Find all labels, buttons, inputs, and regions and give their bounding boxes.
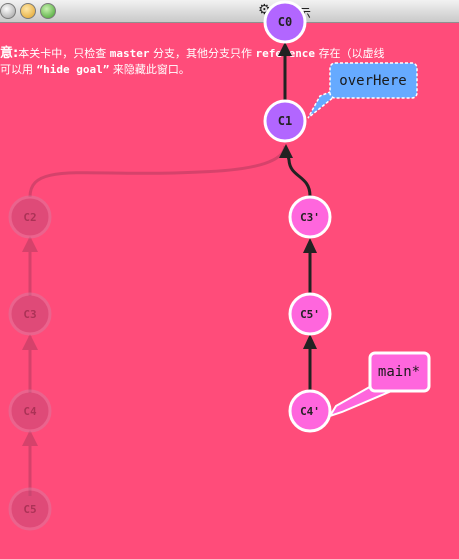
commit-c5[interactable]: C5: [8, 487, 52, 531]
commit-label: C5: [23, 503, 36, 516]
level-notice: 意:本关卡中，只检查 master 分支，其他分支只作 reference 存在…: [0, 46, 459, 78]
branch-label-box: [368, 351, 431, 393]
notice-text: 存在（以虚线: [318, 47, 385, 60]
notice-text: 作: [240, 47, 252, 60]
notice-text: 分支，其他分支只: [152, 47, 241, 60]
close-window-button[interactable]: [0, 3, 16, 19]
commit-label: C2: [23, 211, 36, 224]
commit-c3[interactable]: C3: [8, 292, 52, 336]
arrow-icon: [303, 334, 317, 349]
commit-label: C5': [300, 308, 320, 321]
commit-label: C3': [300, 211, 320, 224]
commit-c0[interactable]: C0: [263, 0, 307, 44]
notice-heading: 意:: [0, 46, 19, 61]
commit-label: C4': [300, 405, 320, 418]
arrow-icon: [303, 238, 317, 253]
commit-label: C0: [278, 15, 292, 29]
commit-c4-prime[interactable]: C4': [288, 389, 332, 433]
arrow-icon: [22, 334, 38, 350]
arrow-icon: [278, 42, 292, 56]
edge-c2-c1: [28, 145, 287, 198]
notice-code-hide-goal[interactable]: “hide goal”: [36, 63, 110, 76]
commit-c2[interactable]: C2: [8, 195, 52, 239]
minimize-window-button[interactable]: [20, 3, 36, 19]
ghost-edges: [22, 145, 287, 496]
commit-c1[interactable]: C1: [263, 99, 307, 143]
branch-label: main*: [378, 364, 420, 380]
commit-c4[interactable]: C4: [8, 389, 52, 433]
edge-c3p-c1: [284, 147, 312, 197]
notice-text: 本关卡中，只检查: [18, 47, 107, 60]
arrow-icon: [22, 430, 38, 446]
commit-label: C1: [278, 114, 292, 128]
notice-line-2: 可以用 “hide goal” 来隐藏此窗口。: [0, 62, 459, 78]
commit-c5-prime[interactable]: C5': [288, 292, 332, 336]
arrow-icon: [279, 144, 293, 158]
notice-text: 可以用: [0, 63, 33, 76]
commit-label: C3: [23, 308, 36, 321]
arrow-icon: [22, 236, 38, 252]
branch-main[interactable]: main*: [327, 351, 431, 418]
ghost-commits: C2 C3 C4 C5: [8, 195, 52, 531]
maximize-window-button[interactable]: [40, 3, 56, 19]
commit-c3-prime[interactable]: C3': [288, 195, 332, 239]
branch-label-box: [329, 62, 418, 99]
notice-code-master: master: [109, 47, 150, 60]
branch-label: overHere: [339, 73, 406, 89]
main-edges: [278, 42, 317, 391]
notice-text: 来隐藏此窗口。: [112, 63, 190, 76]
commit-label: C4: [23, 405, 37, 418]
branch-overhere[interactable]: overHere: [307, 62, 418, 119]
